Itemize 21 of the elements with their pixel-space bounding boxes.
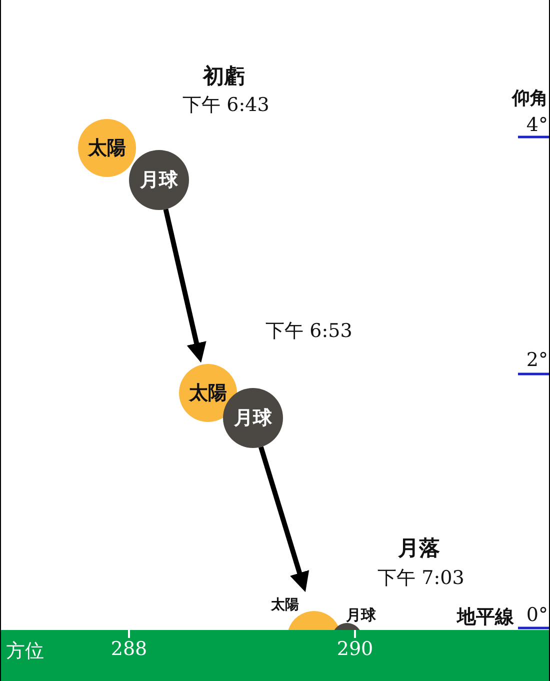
time-label: 下午 6:53 [264, 319, 354, 344]
angle-value: 4° [526, 114, 548, 136]
body-label: 太陽 [271, 596, 299, 614]
angle-value: 0° [526, 604, 548, 626]
ground-band [1, 630, 549, 681]
angle-value: 2° [526, 349, 548, 371]
axis-title: 仰角 [512, 87, 548, 110]
axis-title: 方位 [6, 639, 44, 664]
horizon-label: 地平線 [457, 605, 514, 630]
time-label: 下午 7:03 [376, 566, 466, 591]
time-label: 下午 6:43 [182, 93, 270, 118]
phase-title: 初虧 [202, 62, 246, 90]
sun-disc: 太陽 [78, 119, 136, 177]
azimuth-value: 288 [110, 638, 148, 660]
phase-title: 月落 [397, 534, 441, 562]
moon-disc: 月球 [129, 150, 189, 210]
arrow [258, 446, 310, 592]
arrow [163, 208, 206, 363]
sun-disc: 太陽 [179, 364, 237, 422]
azimuth-value: 290 [336, 638, 374, 660]
body-label: 月球 [346, 606, 376, 625]
